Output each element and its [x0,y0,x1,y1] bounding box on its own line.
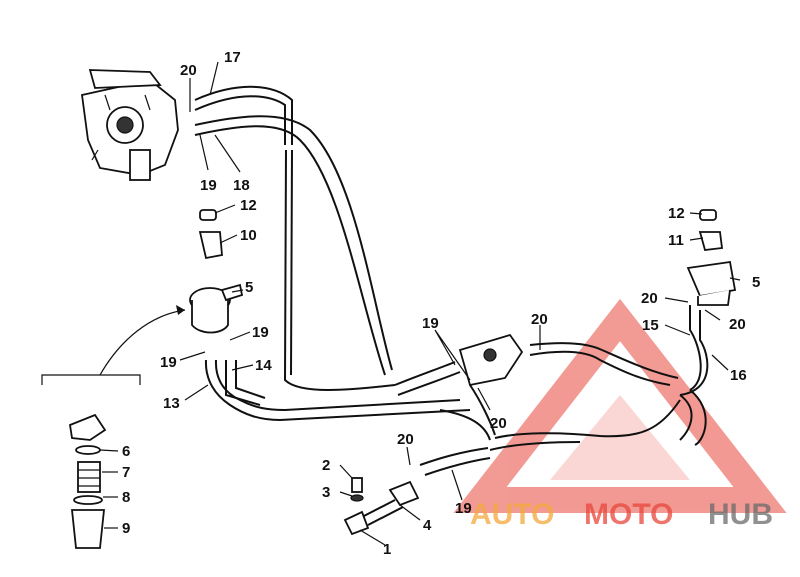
callout-19: 19 [160,354,177,371]
callout-8: 8 [122,489,130,506]
watermark-hub: HUB [708,498,773,531]
watermark-moto: MOTO [584,498,673,531]
callout-labels: 17 20 19 18 12 10 5 19 19 14 13 6 7 8 9 … [122,49,760,558]
callout-7: 7 [122,464,130,481]
hose-17-18 [194,85,396,391]
callout-12: 12 [668,205,685,222]
callout-19: 19 [252,324,269,341]
callout-20: 20 [641,290,658,307]
callout-17: 17 [224,49,241,66]
callout-20: 20 [397,431,414,448]
callout-9: 9 [122,520,130,537]
callout-12: 12 [240,197,257,214]
callout-2: 2 [322,457,330,474]
watermark-auto: AUTO [470,498,554,531]
watermark-triangle-inner [550,395,690,480]
filter-exploded-inset [41,305,186,549]
callout-20: 20 [180,62,197,79]
callout-20: 20 [490,415,507,432]
callout-13: 13 [163,395,180,412]
callout-19: 19 [455,500,472,517]
callout-5: 5 [752,274,760,291]
callout-4: 4 [423,517,432,534]
callout-15: 15 [642,317,659,334]
leader-lines [99,61,741,546]
callout-5: 5 [245,279,253,296]
callout-10: 10 [240,227,257,244]
callout-11: 11 [668,232,684,249]
callout-19: 19 [422,315,439,332]
callout-1: 1 [383,541,391,558]
callout-20: 20 [531,311,548,328]
fuel-filter-right [599,209,737,446]
carburetor-assembly [80,69,179,181]
watermark-text: AUTO MOTO HUB [470,498,773,531]
watermark-logo [453,298,787,513]
fuel-connector-bottom [343,399,681,536]
callout-18: 18 [233,177,250,194]
callout-19: 19 [200,177,217,194]
callout-14: 14 [255,357,272,374]
fuel-pump-center [394,333,603,441]
callout-6: 6 [122,443,130,460]
callout-3: 3 [322,484,330,501]
callout-16: 16 [730,367,747,384]
fuel-filter-left [189,209,244,334]
callout-20: 20 [729,316,746,333]
